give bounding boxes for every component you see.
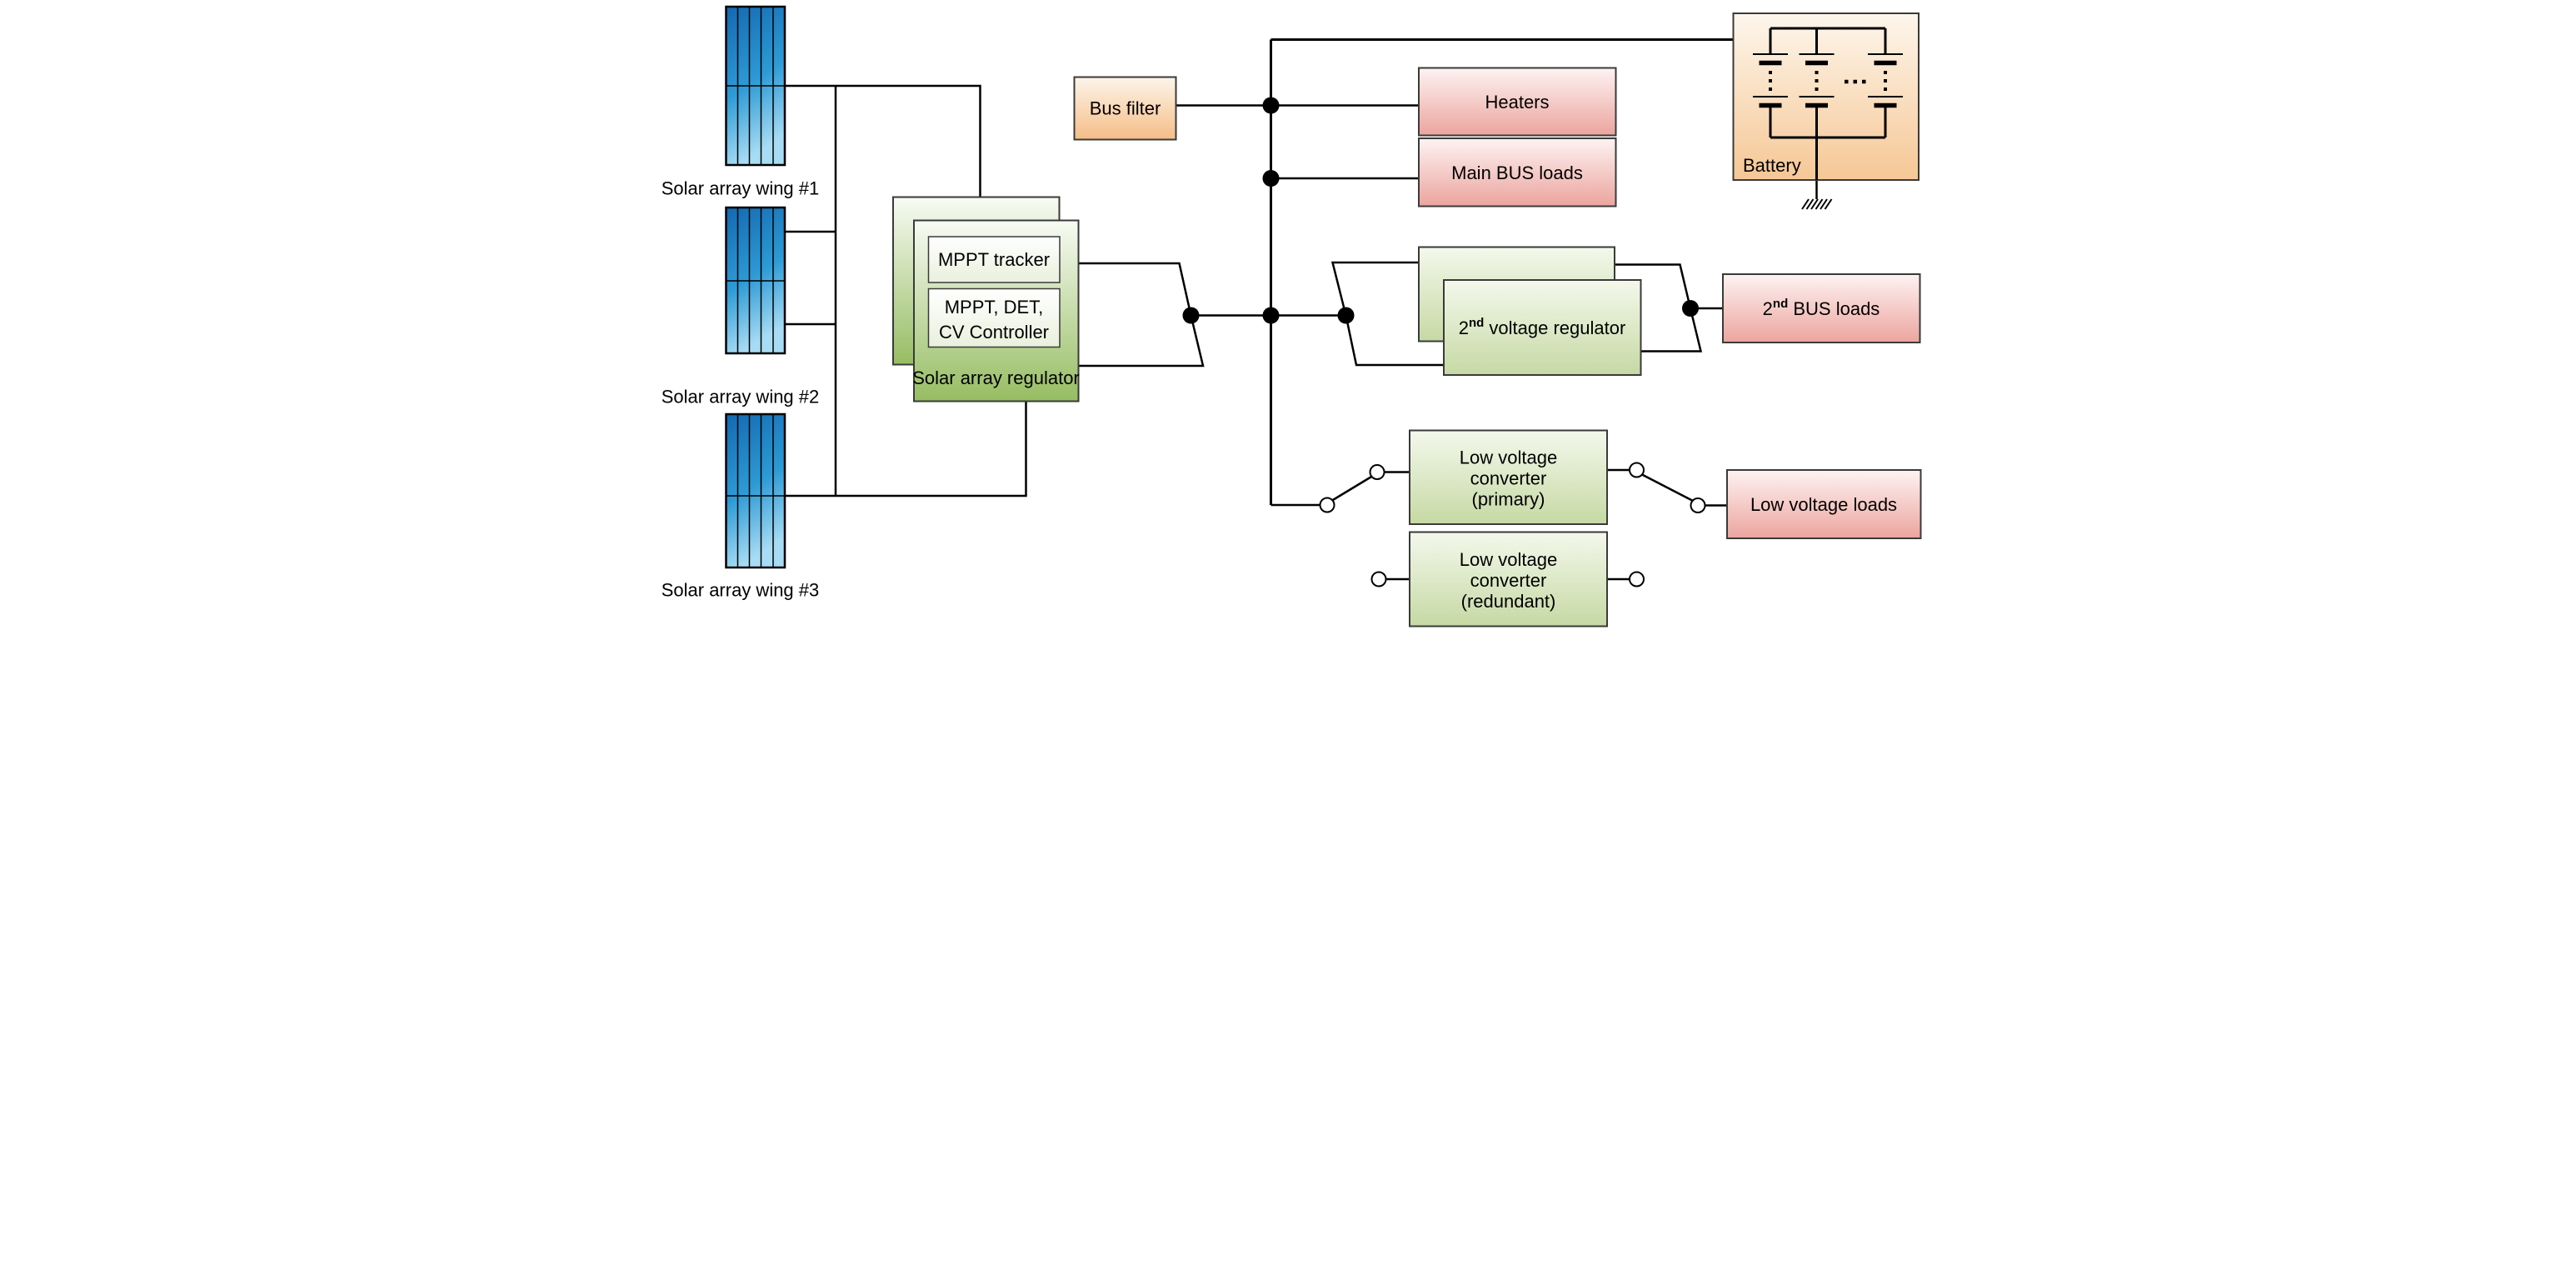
low-voltage-loads: Low voltage loads — [1726, 469, 1922, 539]
second-vr-label-rest: voltage regulator — [1484, 318, 1625, 338]
switch-contact-icon — [1319, 497, 1335, 513]
battery-cell-string — [1799, 28, 1835, 138]
junction-dot — [1262, 307, 1280, 324]
lv-redundant-box — [1409, 531, 1608, 628]
power-system-diagram: Solar array wing #1 Solar array wing #2 … — [644, 0, 1932, 635]
mppt-tracker-label: MPPT tracker — [938, 249, 1050, 270]
bus-filter: Bus filter — [1073, 76, 1177, 141]
second-bus-loads-sup: nd — [1773, 297, 1788, 311]
mppt-tracker-box — [927, 236, 1061, 283]
solar-panel-cells — [726, 7, 785, 165]
switch-contact-icon — [1629, 571, 1645, 588]
battery-cell-plate-short — [1759, 60, 1782, 108]
second-bus-loads-prefix: 2 — [1763, 298, 1773, 319]
junction-dot — [1262, 97, 1280, 114]
battery-cell-plate-long — [1868, 53, 1903, 98]
regulator-label: Solar array regulator — [912, 368, 1080, 388]
solar-panel-icon — [725, 412, 786, 569]
controller-label-line1: MPPT, DET, — [945, 297, 1044, 318]
battery-bus-bars — [1770, 27, 1885, 139]
battery-cell-plate-short — [1805, 60, 1828, 108]
controller-box — [927, 288, 1061, 348]
diagram-canvas: Solar array wing #1 Solar array wing #2 … — [661, 5, 1922, 628]
main-bus-loads-label: Main BUS loads — [1451, 162, 1583, 183]
lv-primary-box — [1409, 429, 1608, 525]
second-bus-loads-label: 2nd BUS loads — [1763, 297, 1880, 319]
solar-panel-cells — [726, 208, 785, 353]
second-vr-label: 2nd voltage regulator — [1459, 316, 1626, 338]
junction-dot — [1682, 300, 1699, 317]
second-vr-label-prefix: 2 — [1459, 318, 1469, 338]
lv-primary-line2: converter — [1470, 468, 1547, 489]
wing3-label: Solar array wing #3 — [661, 580, 820, 601]
second-vr-label-sup: nd — [1469, 316, 1484, 330]
main-bus-loads-box — [1418, 138, 1617, 208]
lv-redundant-line3: (redundant) — [1461, 591, 1556, 612]
switch-contact-icon — [1370, 571, 1387, 588]
ground-icon — [1801, 198, 1833, 210]
lv-loads-label: Low voltage loads — [1750, 494, 1897, 515]
lv-primary-line3: (primary) — [1472, 489, 1545, 510]
wire-wing3-to-regulator — [785, 402, 1027, 498]
solar-array-wing-2: Solar array wing #2 — [661, 206, 820, 408]
second-vr-front-box — [1443, 279, 1642, 376]
second-bus-loads-box — [1722, 273, 1921, 343]
bus-filter-label: Bus filter — [1090, 98, 1161, 119]
junction-dots — [1182, 97, 1699, 324]
solar-array-wing-1: Solar array wing #1 — [661, 5, 820, 199]
wing2-label: Solar array wing #2 — [661, 387, 820, 408]
wire-wing1-to-regulator — [785, 84, 981, 198]
second-voltage-regulator: 2nd voltage regulator — [1418, 246, 1642, 376]
switch-contact-icon — [1690, 498, 1706, 513]
main-bus-loads: Main BUS loads — [1418, 138, 1617, 208]
heaters-label: Heaters — [1485, 92, 1549, 112]
lv-redundant-line2: converter — [1470, 570, 1547, 591]
second-bus-loads-rest: BUS loads — [1788, 298, 1880, 319]
switch-contact-icon — [1369, 464, 1385, 480]
solar-panel-cells — [726, 414, 785, 568]
battery-cell-plate-long — [1799, 53, 1835, 98]
wing1-label: Solar array wing #1 — [661, 178, 820, 199]
battery-cell-plate-short — [1874, 60, 1897, 108]
heaters-box — [1418, 67, 1617, 137]
battery-cell-plate-long — [1753, 53, 1788, 98]
low-voltage-converter-redundant: Low voltage converter (redundant) — [1409, 531, 1608, 628]
solar-array-regulator: MPPT tracker MPPT, DET, CV Controller So… — [892, 196, 1080, 402]
controller-label-line2: CV Controller — [939, 322, 1049, 342]
wire-lvout-blade — [1641, 473, 1694, 502]
switch-contact-icon — [1629, 462, 1645, 478]
junction-dot — [1262, 170, 1280, 187]
junction-dot — [1337, 307, 1355, 324]
low-voltage-converter-primary: Low voltage converter (primary) — [1409, 429, 1608, 525]
battery-cell-string — [1868, 28, 1903, 138]
battery-label: Battery — [1743, 155, 1801, 176]
lv-redundant-line1: Low voltage — [1460, 549, 1557, 570]
solar-array-wing-3: Solar array wing #3 — [661, 412, 820, 601]
wire-lvswitch-blade — [1331, 475, 1373, 502]
second-bus-loads: 2nd BUS loads — [1722, 273, 1921, 343]
switch-contacts — [1319, 462, 1706, 588]
lv-loads-box — [1726, 469, 1922, 539]
lv-primary-line1: Low voltage — [1460, 448, 1557, 468]
junction-dot — [1182, 307, 1200, 324]
battery: Battery — [1732, 12, 1920, 181]
heaters: Heaters — [1418, 67, 1617, 137]
bus-filter-box — [1073, 76, 1177, 141]
battery-cell-string — [1753, 28, 1788, 138]
